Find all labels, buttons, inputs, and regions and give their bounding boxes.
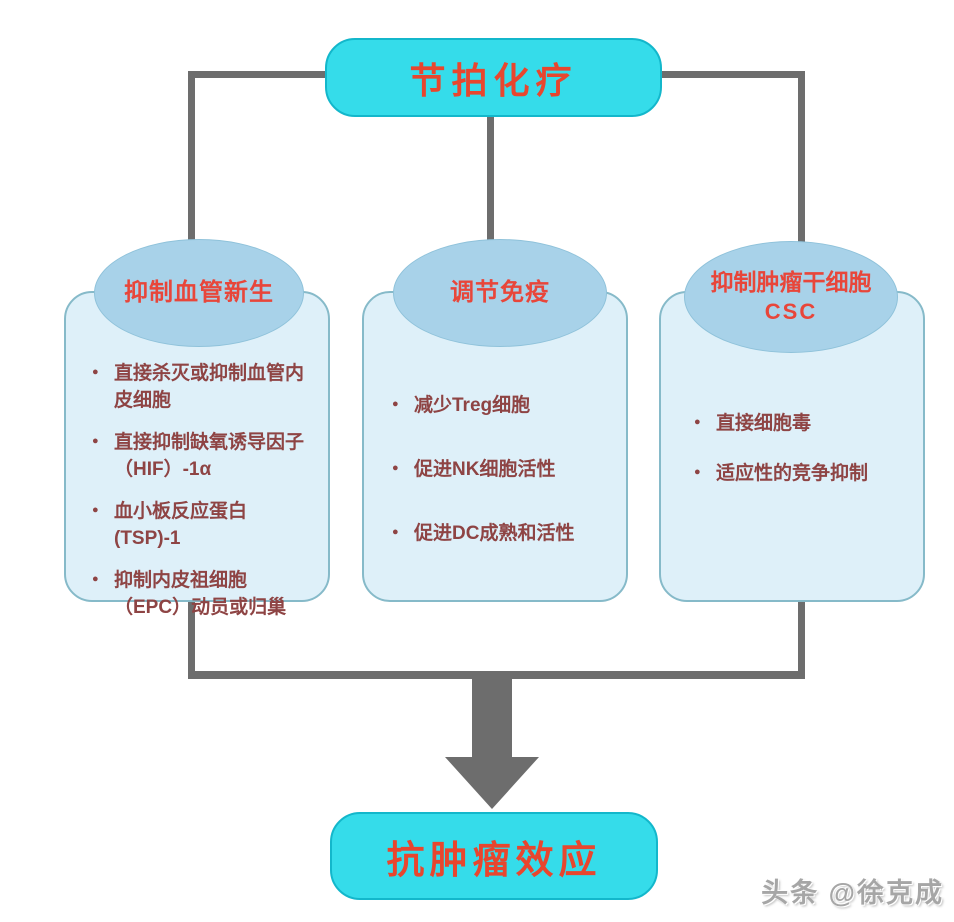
bullet-list-angiogenesis: 直接杀灭或抑制血管内皮细胞 直接抑制缺氧诱导因子（HIF）-1α 血小板反应蛋白…: [66, 293, 328, 622]
connector-top-left-horizontal: [188, 71, 328, 78]
connector-right-vertical: [798, 71, 805, 246]
connector-top-right-horizontal: [658, 71, 805, 78]
branch-heading-label: 抑制肿瘤干细胞: [710, 268, 872, 295]
branch-heading-csc: 抑制肿瘤干细胞 CSC: [684, 241, 898, 353]
branch-heading-sublabel: CSC: [764, 298, 818, 324]
list-item: 促进DC成熟和活性: [392, 521, 616, 548]
branch-heading-label: 调节免疫: [450, 279, 550, 307]
connector-left-bottom-vertical: [188, 599, 195, 678]
connector-left-vertical: [188, 71, 195, 246]
branch-heading-immunity: 调节免疫: [393, 239, 607, 347]
branch-panel-angiogenesis: 直接杀灭或抑制血管内皮细胞 直接抑制缺氧诱导因子（HIF）-1α 血小板反应蛋白…: [64, 291, 330, 618]
list-item: 直接抑制缺氧诱导因子（HIF）-1α: [92, 430, 314, 484]
connector-right-bottom-vertical: [798, 599, 805, 678]
list-item: 减少Treg细胞: [392, 393, 616, 420]
connector-middle-vertical: [487, 112, 494, 247]
list-item: 直接细胞毒: [694, 411, 913, 438]
result-node-label: 抗肿瘤效应: [386, 839, 602, 882]
list-item: 抑制内皮祖细胞（EPC）动员或归巢: [92, 568, 314, 622]
list-item: 适应性的竞争抑制: [694, 461, 913, 488]
list-item: 促进NK细胞活性: [392, 457, 616, 484]
title-node-label: 节拍化疗: [409, 59, 578, 101]
list-item: 血小板反应蛋白 (TSP)-1: [92, 499, 314, 553]
watermark-text: 头条 @徐克成: [761, 878, 944, 908]
result-node: 抗肿瘤效应: [330, 812, 658, 900]
down-arrow-head-icon: [445, 757, 539, 809]
branch-heading-label: 抑制血管新生: [124, 279, 274, 307]
down-arrow-icon: [472, 671, 512, 758]
title-node: 节拍化疗: [325, 38, 662, 117]
branch-heading-angiogenesis: 抑制血管新生: [94, 239, 304, 347]
bullet-list-immunity: 减少Treg细胞 促进NK细胞活性 促进DC成熟和活性: [364, 293, 626, 548]
bullet-list-csc: 直接细胞毒 适应性的竞争抑制: [661, 293, 923, 488]
list-item: 直接杀灭或抑制血管内皮细胞: [92, 361, 314, 415]
